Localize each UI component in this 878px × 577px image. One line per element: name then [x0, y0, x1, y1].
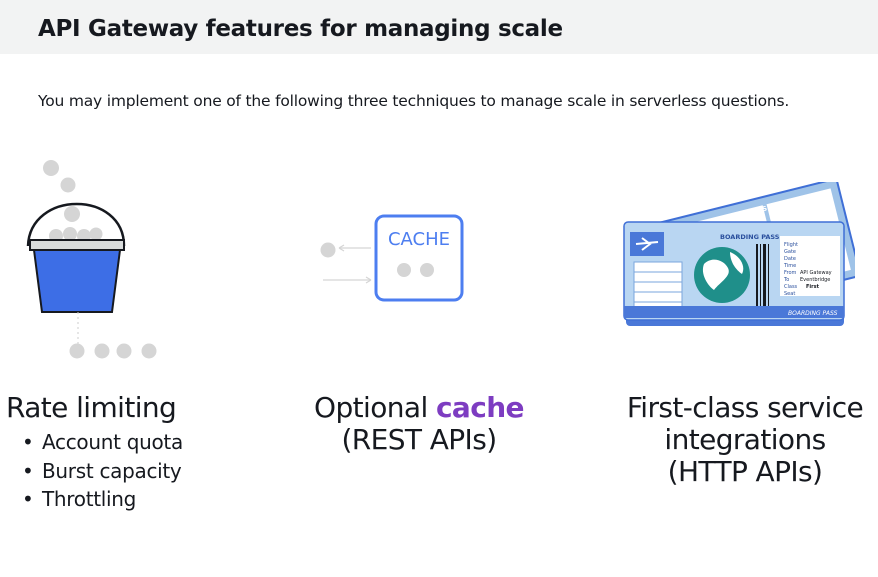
output-dot — [116, 343, 132, 359]
bullet-burst-capacity: Burst capacity — [22, 457, 183, 486]
svg-text:BOARDING PASS: BOARDING PASS — [720, 233, 780, 241]
cache-title: Optional cache — [314, 391, 525, 424]
cache-box — [374, 214, 464, 302]
cache-subtitle: (REST APIs) — [341, 423, 497, 456]
rate-limiting-bullets: Account quota Burst capacity Throttling — [22, 428, 183, 514]
bucket-body — [32, 249, 122, 313]
bullet-account-quota: Account quota — [22, 428, 183, 457]
rate-limiting-heading: Rate limiting — [6, 391, 177, 424]
integrations-title-line-2: integrations — [664, 423, 826, 456]
svg-text:BOARDING PASS: BOARDING PASS — [788, 310, 838, 317]
bucket-handle — [26, 202, 126, 247]
request-dot — [320, 242, 336, 258]
drop-dot — [60, 177, 76, 193]
drop-dot — [43, 160, 59, 176]
bucket-ball — [63, 227, 77, 241]
page-title: API Gateway features for managing scale — [38, 16, 563, 42]
integrations-heading: First-class service integrations (HTTP A… — [612, 392, 878, 488]
title-bar — [0, 0, 878, 54]
output-dot — [69, 343, 85, 359]
intro-text: You may implement one of the following t… — [38, 92, 790, 110]
drop-dot — [64, 206, 80, 222]
bucket-icon — [26, 160, 157, 359]
cache-accent: cache — [435, 391, 525, 424]
svg-text:API Gateway Eventbridge: API Gateway Eventbridge First — [800, 270, 833, 290]
bucket-ball — [89, 227, 103, 241]
cache-heading: Optional cache (REST APIs) — [300, 392, 538, 456]
integrations-title-line-1: First-class service — [626, 391, 864, 424]
bullet-throttling: Throttling — [22, 485, 183, 514]
output-dot — [94, 343, 110, 359]
output-dot — [141, 343, 157, 359]
cache-icon: CACHE — [320, 214, 464, 302]
cache-label: CACHE — [388, 229, 450, 250]
bucket-rim — [29, 239, 125, 251]
integrations-title-line-3: (HTTP APIs) — [667, 455, 823, 488]
